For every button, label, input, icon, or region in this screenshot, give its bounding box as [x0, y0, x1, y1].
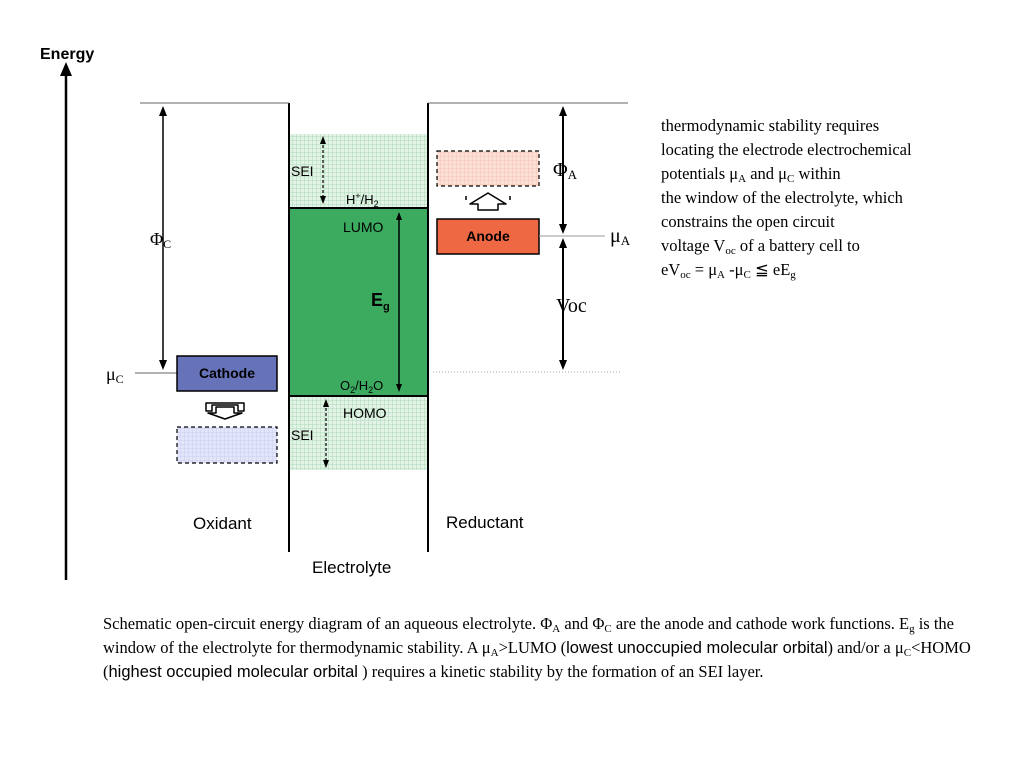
anode-shift-arrow: [465, 192, 511, 211]
phi-c-sub: C: [163, 237, 171, 251]
expl-7b: = μ: [690, 260, 718, 279]
cap-t1: Schematic open-circuit energy diagram of…: [103, 614, 553, 633]
o-couple-label: O2/H2O: [340, 378, 383, 395]
eg-sub: g: [383, 301, 390, 313]
lumo-label: LUMO: [343, 219, 384, 235]
expl-3b: and μ: [746, 164, 788, 183]
anode-box: [436, 218, 540, 255]
explanation-line-5: constrains the open circuit: [661, 212, 835, 231]
cap-t8: <HOMO (: [103, 638, 971, 681]
eg-base: E: [371, 290, 383, 310]
expl-7sd: g: [790, 269, 796, 281]
explanation-line-4: the window of the electrolyte, which: [661, 188, 903, 207]
anode-label: Anode: [466, 228, 510, 244]
expl-6b: of a battery cell to: [735, 236, 860, 255]
cap-s1: A: [552, 623, 561, 635]
mu-a-sub: A: [621, 233, 631, 248]
explanation-line-3: potentials μA and μC within: [661, 162, 1001, 186]
explanation-line-7: eVoc = μA -μC ≦ eEg: [661, 258, 1001, 282]
electrolyte-window-band: [290, 208, 427, 396]
mu-a-base: μ: [610, 225, 621, 247]
cap-t4: is the window of the electrolyte for the…: [103, 614, 955, 657]
cap-t3: are the anode and cathode work functions…: [611, 614, 910, 633]
cap-t10: ) requires a kinetic stability by the fo…: [357, 662, 764, 681]
o-couple-tail: O: [373, 378, 383, 393]
cap-t6: lowest unoccupied molecular orbital: [566, 639, 828, 657]
cap-t2: and Φ: [560, 614, 605, 633]
cathode-box: [176, 355, 278, 392]
expl-7d: ≦ eE: [750, 260, 791, 279]
o-couple-sub1: 2: [350, 385, 355, 395]
figure-caption: Schematic open-circuit energy diagram of…: [103, 612, 993, 684]
cap-s4: A: [490, 647, 499, 659]
expl-7sc: C: [743, 269, 751, 281]
h-couple-sup: +: [355, 191, 360, 201]
cap-t9: highest occupied molecular orbital: [108, 663, 358, 681]
expl-6s: oc: [725, 245, 736, 257]
explanation-line-1: thermodynamic stability requires: [661, 116, 880, 135]
o-couple-rest: /H: [355, 378, 368, 393]
h-couple-label: H+/H2: [346, 191, 379, 209]
reductant-label: Reductant: [446, 513, 524, 532]
voc-label: Voc: [556, 295, 587, 317]
expl-3a: potentials μ: [661, 164, 739, 183]
expl-7sb: A: [717, 269, 725, 281]
cathode-label: Cathode: [199, 365, 255, 381]
phi-c-base: Φ: [150, 229, 163, 249]
h-couple-rest: /H: [361, 192, 374, 207]
cap-t7: ) and/or a μ: [827, 638, 904, 657]
mu-c-label: μC: [106, 364, 124, 386]
oxidant-label: Oxidant: [193, 514, 252, 533]
expl-3sa: A: [738, 173, 747, 185]
h-couple-sub: 2: [374, 199, 379, 209]
expl-7a: eV: [661, 260, 681, 279]
eg-label: Eg: [371, 290, 390, 313]
mu-a-label: μA: [610, 225, 631, 248]
mu-c-base: μ: [106, 364, 116, 384]
o-couple-sub2: 2: [368, 385, 373, 395]
h-couple-base: H: [346, 192, 355, 207]
homo-label: HOMO: [343, 405, 387, 421]
phi-a-label: ΦA: [553, 159, 578, 182]
electrolyte-label: Electrolyte: [312, 558, 391, 577]
cap-s2: C: [604, 623, 612, 635]
stability-explanation: thermodynamic stability requires locatin…: [661, 114, 1001, 282]
cap-s5: C: [903, 647, 912, 659]
sei-upper-label: SEI: [291, 163, 314, 179]
expl-6a: voltage V: [661, 236, 726, 255]
cathode-shift-arrow: [205, 402, 245, 420]
sei-lower-label: SEI: [291, 427, 314, 443]
energy-label: Energy: [40, 46, 94, 63]
expl-3c: within: [794, 164, 841, 183]
phi-c-label: ΦC: [150, 229, 171, 251]
phi-a-sub: A: [568, 167, 578, 182]
o-couple-base: O: [340, 378, 350, 393]
cathode-ghost-box: [176, 426, 278, 464]
phi-a-base: Φ: [553, 159, 568, 181]
energy-diagram: Energy SEI H+/H2 LUMO Eg O2/H2O HOMO SEI…: [40, 46, 631, 580]
expl-7c: -μ: [725, 260, 744, 279]
expl-7sa: oc: [680, 269, 691, 281]
sei-lower-region: [290, 396, 427, 470]
anode-ghost-box: [436, 150, 540, 187]
explanation-line-2: locating the electrode electrochemical: [661, 140, 912, 159]
cap-s3: g: [909, 623, 915, 635]
explanation-line-6: voltage Voc of a battery cell to: [661, 234, 1001, 258]
mu-c-sub: C: [116, 372, 124, 386]
energy-axis-arrowhead: [60, 62, 72, 76]
expl-3sb: C: [787, 173, 795, 185]
cap-t5: >LUMO (: [498, 638, 567, 657]
sei-upper-region: [290, 134, 427, 208]
